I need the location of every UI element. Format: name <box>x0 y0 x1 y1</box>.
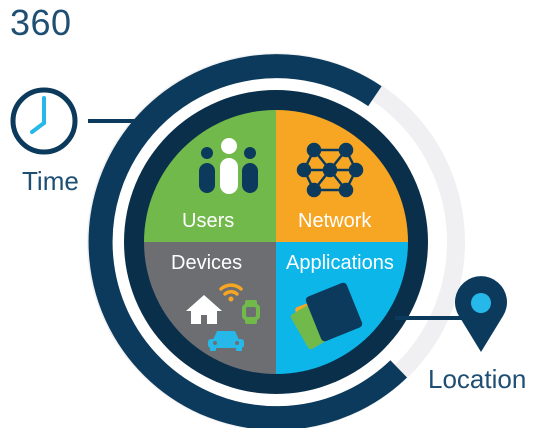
time-label: Time <box>22 166 79 196</box>
location-label: Location <box>428 364 527 394</box>
smartwatch-icon <box>242 300 260 324</box>
location-pin-icon <box>455 276 508 352</box>
home-icon <box>186 295 222 324</box>
wifi-icon <box>219 283 243 302</box>
outer-navy-ring <box>88 54 408 428</box>
applications-label: Applications <box>286 252 394 274</box>
devices-label: Devices <box>171 252 243 274</box>
quadrant-network <box>276 110 408 242</box>
car-icon <box>208 331 244 351</box>
users-label: Users <box>182 210 235 232</box>
network-label: Network <box>298 210 372 232</box>
users-icon <box>199 138 258 194</box>
applications-icon <box>290 282 363 350</box>
clock-icon <box>10 87 78 155</box>
page-title: 360 <box>10 2 72 43</box>
network-icon <box>296 142 364 198</box>
